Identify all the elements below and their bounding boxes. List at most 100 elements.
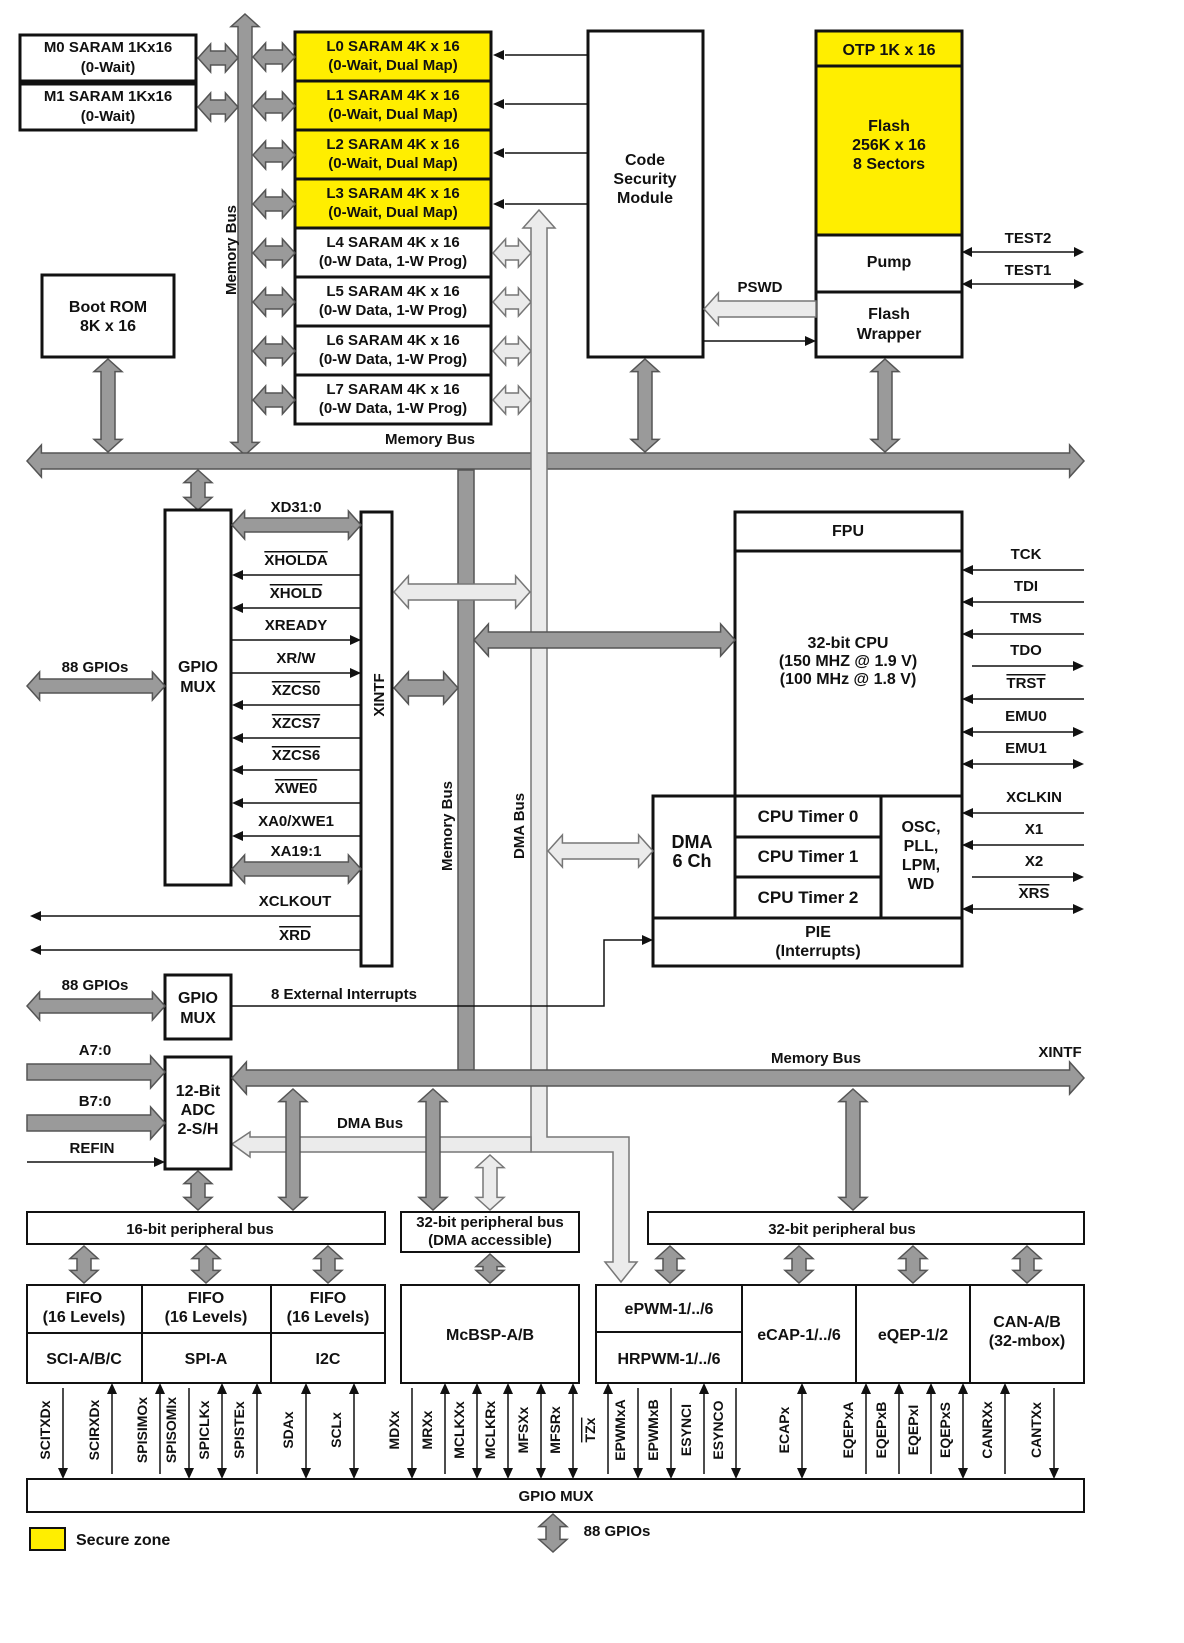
gpio-mux-bottom-label: GPIO MUX [518,1488,593,1505]
spi-label: SPI-A [185,1351,228,1368]
cpu-bus-arrows [472,622,737,869]
pin-head-up-2 [155,1383,165,1394]
jtag-signal-2: TMS [1010,610,1042,627]
mcbsp-peripheral [400,1284,580,1384]
xintf-signal-head-1 [232,570,243,580]
osc-line1: OSC, [901,819,940,836]
pin-label-14: TZx [582,1417,598,1442]
jtag-head-out-5 [1073,727,1084,737]
l2-saram-line2: (0-Wait, Dual Map) [328,155,457,172]
flash-wrapper-line2: Wrapper [857,326,922,343]
sci-fifo-line2: (16 Levels) [43,1309,126,1326]
hrpwm-label: HRPWM-1/../6 [617,1351,720,1368]
xintf-signal-8: XWE0 [275,780,318,797]
gpios-88-label-top: 88 GPIOs [62,659,129,676]
cpu-block [733,549,964,798]
test1-arrow-right [1074,279,1084,289]
memory-bus-label-main: Memory Bus [385,431,475,448]
flash-line3: 8 Sectors [853,156,925,173]
jtag-signal-6: EMU1 [1005,740,1047,757]
flash-wrapper-block [814,290,964,359]
pin-head-down-25 [1049,1468,1059,1479]
pie-line1: PIE [805,924,831,941]
ecap-label: eCAP-1/../6 [757,1327,841,1344]
pin-label-8: MDXx [386,1410,402,1449]
pin-head-up-22 [926,1383,936,1394]
cpu-timer-1-label: CPU Timer 1 [758,847,859,866]
pin-head-up-9 [440,1383,450,1394]
adc-block [163,1055,233,1171]
m1-saram-line1: M1 SARAM 1Kx16 [44,88,172,105]
jtag-head-in-2 [962,629,973,639]
spi-fifo-line1: FIFO [188,1290,224,1307]
clock-signal-2: X2 [1025,853,1043,870]
xintf-signal-head-9 [232,831,243,841]
gpio-mux-bottom [26,1478,1085,1513]
pin-head-up-17 [699,1383,709,1394]
adc-input-a: A7:0 [79,1042,112,1059]
pump-label: Pump [867,254,912,271]
jtag-signal-1: TDI [1014,578,1038,595]
memory-bus-label-vertical: Memory Bus [223,205,240,295]
xintf-signal-7: XZCS6 [272,747,320,764]
pswd-label: PSWD [738,279,783,296]
pin-head-up-13 [568,1383,578,1394]
m1-saram-line2: (0-Wait) [81,108,135,125]
xintf-signal-10: XA19:1 [271,843,322,860]
test2-arrow-right [1074,247,1084,257]
i2c-label: I2C [316,1351,341,1368]
xintf-signal-head-12 [30,945,41,955]
xintf-signal-head-5 [232,700,243,710]
adc-line1: 12-Bit [176,1083,221,1100]
l0-saram-line1: L0 SARAM 4K x 16 [326,38,459,55]
peripheral-bus-32bit-label: 32-bit peripheral bus [768,1221,916,1238]
l5-dma-arrow [491,286,533,318]
jtag-signal-3: TDO [1010,642,1042,659]
peripheral-bus-32bit [647,1211,1085,1245]
gpio-mux-interrupts [163,973,233,1041]
eqep-connector [897,1244,929,1285]
jtag-head-out-3 [1073,661,1084,671]
i2c-fifo-line1: FIFO [310,1290,346,1307]
l0-bus-arrow [251,41,297,73]
osc-line3: LPM, [902,857,940,874]
dma-bus-label-vertical: DMA Bus [511,793,528,859]
sci-label: SCI-A/B/C [46,1351,122,1368]
xintf-signal-0: XD31:0 [271,499,322,516]
m1-bus-arrow [196,91,240,123]
gpio-mux-xintf-line1: GPIO [178,659,218,676]
l4-saram-line2: (0-W Data, 1-W Prog) [319,253,467,270]
ext-interrupts-line [231,939,642,1007]
pie-block [651,916,964,968]
xintf-signal-head-11 [30,911,41,921]
pin-label-19: ECAPx [776,1406,792,1453]
osc-line4: WD [908,876,935,893]
pump-block [814,233,964,294]
pin-label-17: ESYNCI [678,1404,694,1456]
m1-saram [18,82,198,132]
cpu-line2: (150 MHZ @ 1.9 V) [779,653,917,670]
l6-bus-arrow [251,335,297,367]
periph32dma-bus-connector [417,1087,449,1212]
xintf-signal-5: XZCS0 [272,682,320,699]
xintf-signal-2: XHOLD [270,585,323,602]
boot-rom-connector [92,357,124,454]
pin-head-down-13 [568,1468,578,1479]
l5-saram-line1: L5 SARAM 4K x 16 [326,283,459,300]
memory-bus-main-arrow [25,443,1086,479]
dma-bus-label-lower: DMA Bus [337,1115,403,1132]
xintf-signal-11: XCLKOUT [259,893,332,910]
csm-to-l-lines [493,50,588,209]
csm-to-wrapper-arrowhead [805,336,816,346]
pin-label-15: EPWMxA [612,1399,628,1460]
mcbsp-label: McBSP-A/B [446,1327,534,1344]
pin-label-1: SCIRXDx [86,1399,102,1460]
m0-saram [18,33,198,83]
cpu-timer-2 [733,875,883,920]
pin-head-up-20 [861,1383,871,1394]
pswd-arrow [702,291,817,327]
memory-bus-lower [230,1060,1086,1096]
clock-signal-3: XRS [1019,885,1050,902]
pin-head-up-6 [301,1383,311,1394]
